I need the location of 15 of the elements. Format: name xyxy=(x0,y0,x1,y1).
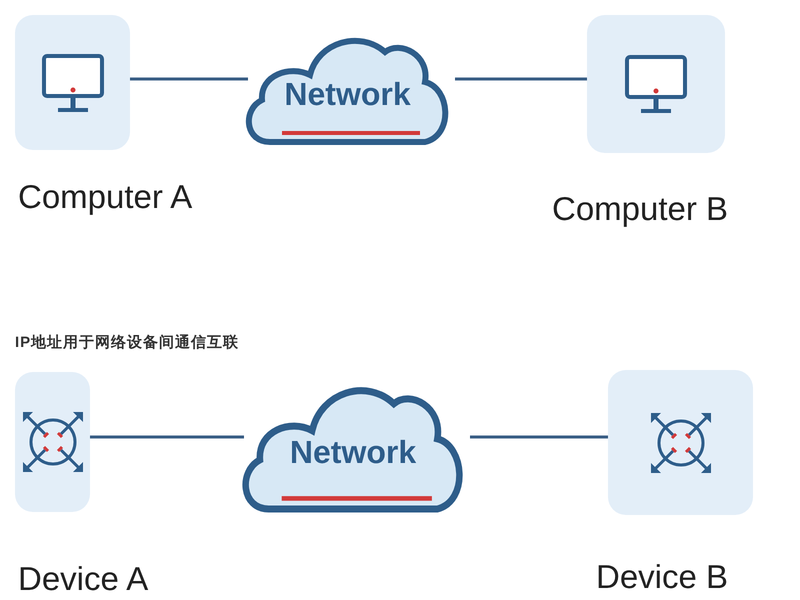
caption-text: IP地址用于网络设备间通信互联 xyxy=(15,333,240,352)
icon-tile xyxy=(587,15,725,153)
icon-tile xyxy=(15,372,90,512)
device-caption: Computer B xyxy=(552,190,728,228)
connector-line xyxy=(455,78,587,80)
connector-line xyxy=(90,436,244,438)
connector-line xyxy=(470,436,608,438)
cloud-label: Network xyxy=(284,76,411,112)
connector-line xyxy=(130,78,248,80)
device-caption: Device B xyxy=(596,558,728,596)
device-caption: Computer A xyxy=(18,178,192,216)
device-caption: Device A xyxy=(18,560,148,598)
icon-tile xyxy=(15,15,130,150)
cloud-label: Network xyxy=(290,434,416,470)
icon-tile xyxy=(608,370,753,515)
